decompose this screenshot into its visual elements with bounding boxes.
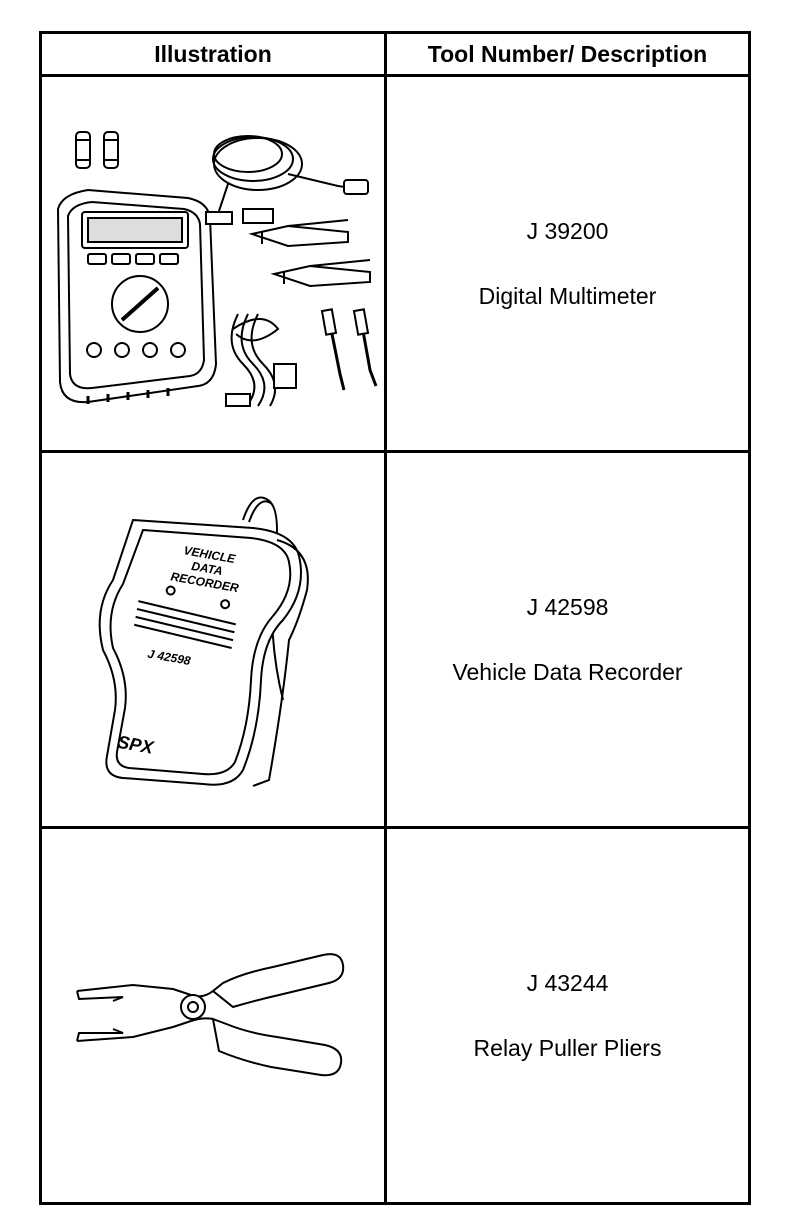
- header-illustration: Illustration: [39, 31, 387, 77]
- description-cell: J 42598 Vehicle Data Recorder: [384, 450, 751, 829]
- description-cell: J 39200 Digital Multimeter: [384, 74, 751, 453]
- tool-number: J 39200: [526, 217, 609, 244]
- tool-description: Digital Multimeter: [478, 282, 657, 309]
- table-row: J 43244 Relay Puller Pliers: [39, 826, 751, 1205]
- device-label: VEHICLE DATA RECORDER J 42598 SPX: [116, 543, 240, 758]
- probe-icon: [320, 307, 378, 390]
- table-row: J 39200 Digital Multimeter: [39, 74, 751, 453]
- header-description: Tool Number/ Description: [384, 31, 751, 77]
- test-lead-icon: [205, 134, 369, 225]
- fuse-icon: [75, 130, 119, 169]
- digital-multimeter-illustration: [56, 130, 378, 407]
- header-row: Illustration Tool Number/ Description: [39, 31, 751, 77]
- vehicle-data-recorder-illustration: VEHICLE DATA RECORDER J 42598 SPX: [98, 496, 309, 787]
- table-row: VEHICLE DATA RECORDER J 42598 SPX J 4259…: [39, 450, 751, 829]
- svg-text:DATA: DATA: [190, 558, 223, 577]
- relay-puller-pliers-illustration: [76, 952, 345, 1076]
- description-cell: J 43244 Relay Puller Pliers: [384, 826, 751, 1205]
- alligator-clip-icon: [248, 218, 371, 287]
- tool-description: Vehicle Data Recorder: [452, 658, 683, 685]
- tool-number: J 43244: [526, 969, 609, 996]
- illustration-cell: [39, 74, 387, 453]
- coiled-lead-icon: [225, 313, 297, 407]
- meter-body-icon: [56, 188, 218, 404]
- tool-description: Relay Puller Pliers: [473, 1034, 662, 1061]
- tool-number: J 42598: [526, 593, 609, 620]
- tool-table: Illustration Tool Number/ Description: [39, 31, 751, 1205]
- illustration-cell: VEHICLE DATA RECORDER J 42598 SPX: [39, 450, 387, 829]
- illustration-cell: [39, 826, 387, 1205]
